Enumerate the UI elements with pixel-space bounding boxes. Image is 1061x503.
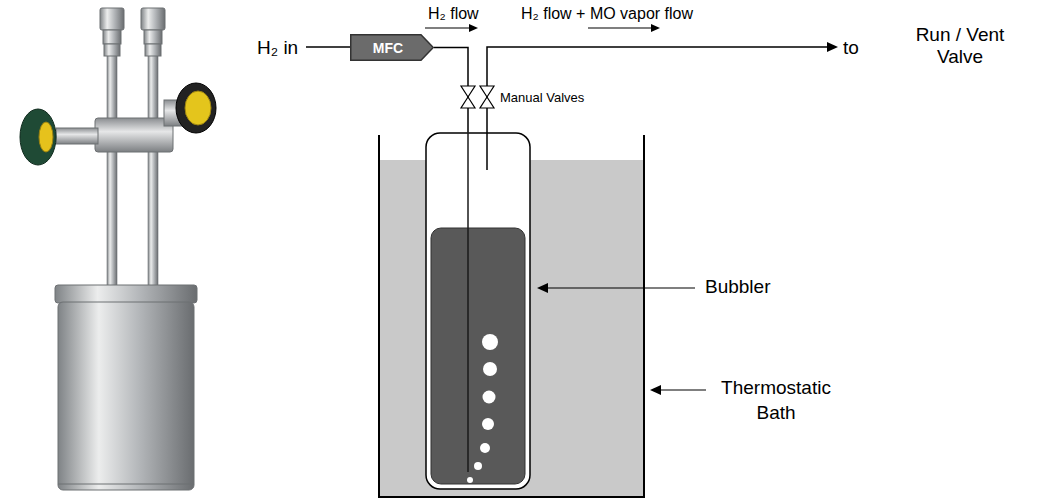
label-holder: to <box>843 36 859 59</box>
arrow-head <box>651 24 660 32</box>
valve-half <box>480 86 494 97</box>
diagram-label: Run / Vent Valve <box>895 24 1025 68</box>
arrow-head <box>827 42 838 52</box>
node-label: Thermostatic Bath <box>716 375 836 425</box>
thermostatic-bath: Thermostatic BathBubbler <box>378 135 645 498</box>
valve-handle-cap <box>185 91 211 125</box>
valve-stem <box>56 128 98 144</box>
flow-arrow <box>425 27 470 28</box>
valve-half <box>461 97 475 108</box>
fitting-nut <box>144 30 162 44</box>
bubbler-vessel: Bubbler <box>425 132 531 490</box>
gas-line <box>487 47 830 132</box>
valve-symbol <box>461 86 475 108</box>
valve-handle <box>176 83 216 133</box>
diagram-label: H₂ flow + MO vapor flow <box>521 4 693 23</box>
leader-line <box>659 389 706 390</box>
label-holder: H₂ flow <box>428 4 479 23</box>
bubbler-body <box>58 302 194 490</box>
bubbler-wall <box>426 133 530 489</box>
valve-handle <box>20 109 56 165</box>
gas-line <box>306 46 350 48</box>
gas-bubble <box>483 362 497 376</box>
gas-bubble <box>467 477 473 483</box>
fitting-nut <box>141 8 165 30</box>
label-holder: H₂ flow + MO vapor flow <box>521 4 693 23</box>
label-holder: Bubbler <box>705 275 771 298</box>
dip-tube <box>467 132 469 472</box>
valve-half <box>480 97 494 108</box>
label-holder: Run / Vent Valve <box>895 24 1025 68</box>
outlet-tube <box>486 132 488 170</box>
gas-bubble <box>482 334 498 350</box>
arrow-head <box>537 283 548 293</box>
gas-bubble <box>482 418 494 430</box>
gas-bubble <box>474 462 482 470</box>
precursor-liquid <box>431 228 525 484</box>
bubbler-outline <box>425 132 531 490</box>
diagram-label: Manual Valves <box>500 90 584 106</box>
valve-symbol <box>480 86 494 108</box>
dip-tube-rod <box>107 52 117 288</box>
fitting-nut <box>145 44 161 56</box>
diagram-label: H₂ flow <box>428 4 479 23</box>
node-label: MFC <box>373 40 403 56</box>
diagram-label: H₂ in <box>257 36 298 59</box>
diagram-label: to <box>843 36 859 59</box>
arrow-head <box>650 385 661 395</box>
body-edge <box>58 484 194 485</box>
gas-bubble <box>480 443 490 453</box>
fitting-nut <box>104 44 120 56</box>
label-holder: Manual Valves <box>500 90 584 106</box>
valve-block <box>95 118 173 152</box>
mfc-box: MFC <box>350 34 434 61</box>
bubbler-photo <box>20 8 216 490</box>
valve-handle-cap <box>39 122 53 152</box>
leader-line <box>546 287 695 288</box>
fitting-nut <box>100 8 124 30</box>
flow-arrow <box>588 27 652 28</box>
fitting-nut <box>103 30 121 44</box>
outlet-rod <box>148 52 158 288</box>
label-holder: Thermostatic Bath <box>716 375 836 425</box>
label-holder: H₂ in <box>257 36 298 59</box>
arrow-head <box>469 24 478 32</box>
mfc-shape <box>351 35 434 61</box>
bubbler-lid <box>55 285 197 303</box>
valve-half <box>461 86 475 97</box>
node-label: Bubbler <box>705 275 771 298</box>
gas-bubble <box>483 391 496 404</box>
